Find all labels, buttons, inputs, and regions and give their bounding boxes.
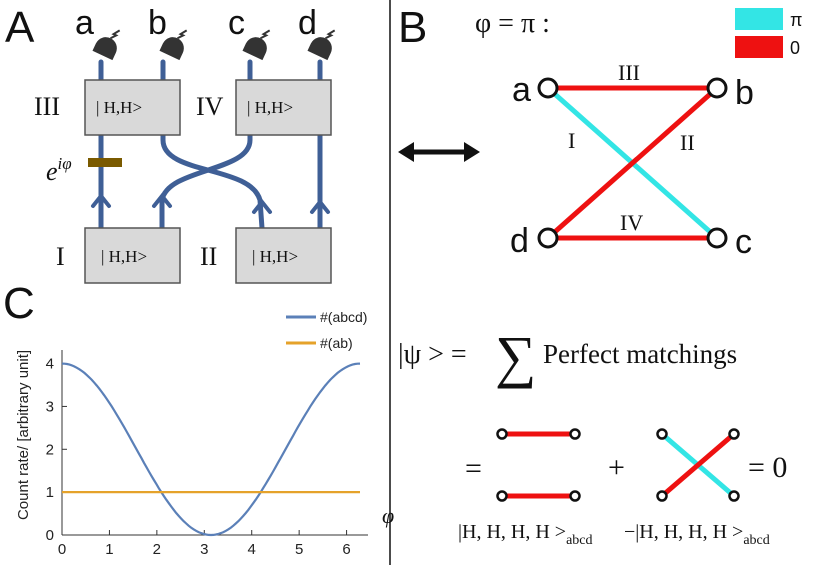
node-label-d: d [510,222,529,260]
crystal-IV-label: IV [196,92,224,121]
panel-label-b: B [398,3,427,52]
edge-II [546,86,719,240]
sum-symbol: ∑ [495,324,536,389]
crystal-box-IV [235,79,332,136]
crystal-box-I [84,227,181,284]
graph-title: φ = π : [475,8,550,39]
plus-sign: + [608,451,625,484]
y-tick-label: 3 [46,398,54,415]
x-tick-label: 6 [342,541,350,558]
legend-label-pi: π [790,10,802,30]
y-tick-label: 0 [46,527,54,544]
panel-label-c: C [3,279,35,328]
legend-label-ab: #(ab) [320,335,353,351]
y-tick-label: 1 [46,484,54,501]
arrowheads [91,192,330,214]
detector-label-d: d [298,4,317,42]
node-label-b: b [735,74,754,112]
crystal-III-label: III [34,92,60,121]
y-tick-label: 4 [46,356,54,373]
detector-label-c: c [228,4,245,42]
edge-label-III: III [618,60,640,85]
path-c-to-I [159,59,253,231]
phase-shifter [88,158,122,167]
detector-label-b: b [148,4,167,42]
crystal-II-label: II [200,242,217,271]
x-tick-label: 2 [153,541,161,558]
crystal-I-label: I [56,242,65,271]
equals-sign: = [465,452,482,485]
x-tick-label: 3 [200,541,208,558]
node-label-a: a [512,71,531,109]
legend-label-zero: 0 [790,38,800,58]
node-b [706,77,728,99]
double-arrow-icon [398,142,480,162]
crystal-box-III [84,79,181,136]
x-axis-label: φ [382,503,394,528]
detector-icon-d [307,29,336,61]
legend-swatch-zero [735,36,783,58]
detector-label-a: a [75,4,94,42]
perfect-matchings-label: Perfect matchings [543,339,737,369]
crystal-IV-state: | H,H> [247,98,293,117]
node-d [537,227,559,249]
matching-diagram-2 [656,428,740,502]
x-tick-label: 5 [295,541,303,558]
psi-equation-lhs: |ψ > = [398,339,467,370]
detector-icon-c [242,29,271,61]
ket-term-2: −|H, H, H, H >abcd [624,521,770,548]
ket-term-1: |H, H, H, H >abcd [458,521,593,548]
detector-icon-b [159,29,188,61]
detector-icon-a [92,29,121,61]
x-tick-label: 0 [58,541,66,558]
node-a [537,77,559,99]
series-line-abcd [61,362,361,537]
edge-label-I: I [568,128,575,153]
crystal-I-state: | H,H> [101,247,147,266]
y-axis-label: Count rate/ [arbitrary unit] [15,350,32,520]
phase-label: eiφ [46,154,72,186]
edge-label-IV: IV [620,210,643,235]
legend-label-abcd: #(abcd) [320,309,367,325]
node-label-c: c [735,223,752,261]
crystal-III-state: | H,H> [96,98,142,117]
x-tick-label: 4 [248,541,256,558]
matching-diagram-1 [496,428,581,502]
x-tick-label: 1 [105,541,113,558]
equals-zero: = 0 [748,451,787,484]
y-tick-label: 2 [46,441,54,458]
crystal-box-II [235,227,332,284]
edge-label-II: II [680,130,695,155]
node-c [706,227,728,249]
crystal-II-state: | H,H> [252,247,298,266]
count-rate-chart: 0 1 2 3 4 5 6 0 1 2 3 4 φ Count rate/ [arbitrary unit… [15,309,394,558]
legend-swatch-pi [735,8,783,30]
panel-label-a: A [5,3,35,52]
